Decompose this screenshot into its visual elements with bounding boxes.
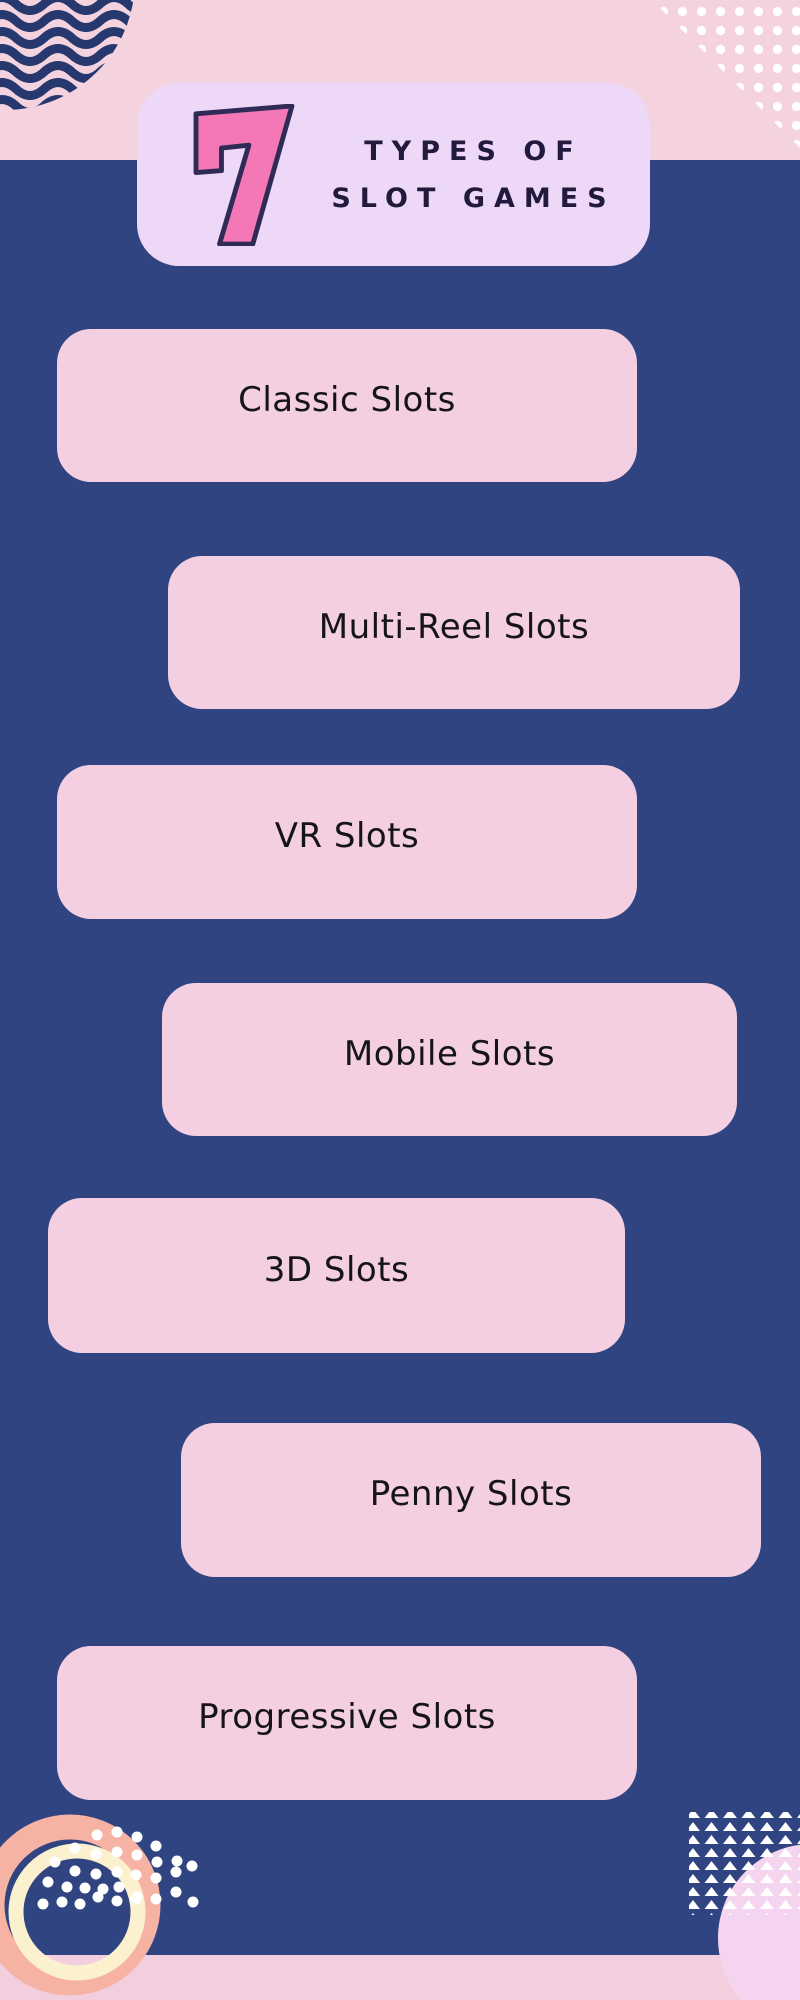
page-title: TYPES OF SLOT GAMES: [303, 128, 650, 222]
list-item-vr-slots: VR Slots: [57, 765, 637, 919]
title-line-2: SLOT GAMES: [331, 182, 616, 214]
list-item-penny-slots: Penny Slots: [181, 1423, 761, 1577]
number-seven-icon: [193, 103, 295, 246]
list-item-label: Progressive Slots: [198, 1697, 496, 1737]
circle-and-triangles-icon: [689, 1812, 800, 2000]
list-item-mobile-slots: Mobile Slots: [162, 983, 737, 1136]
list-item-label: Penny Slots: [369, 1474, 573, 1514]
title-line-1: TYPES OF: [364, 135, 583, 167]
list-item-classic-slots: Classic Slots: [57, 329, 637, 482]
list-item-multi-reel-slots: Multi-Reel Slots: [168, 556, 740, 709]
waves-icon: [0, 0, 135, 110]
title-card: TYPES OF SLOT GAMES: [137, 83, 650, 266]
rings-and-dots-icon: [0, 1814, 199, 1996]
list-item-label: VR Slots: [274, 816, 420, 856]
list-item-label: Classic Slots: [238, 379, 456, 420]
list-item-progressive-slots: Progressive Slots: [57, 1646, 637, 1800]
list-item-label: Mobile Slots: [343, 1033, 556, 1074]
list-item-3d-slots: 3D Slots: [48, 1198, 625, 1353]
list-item-label: 3D Slots: [263, 1249, 410, 1290]
list-item-label: Multi-Reel Slots: [318, 606, 590, 647]
